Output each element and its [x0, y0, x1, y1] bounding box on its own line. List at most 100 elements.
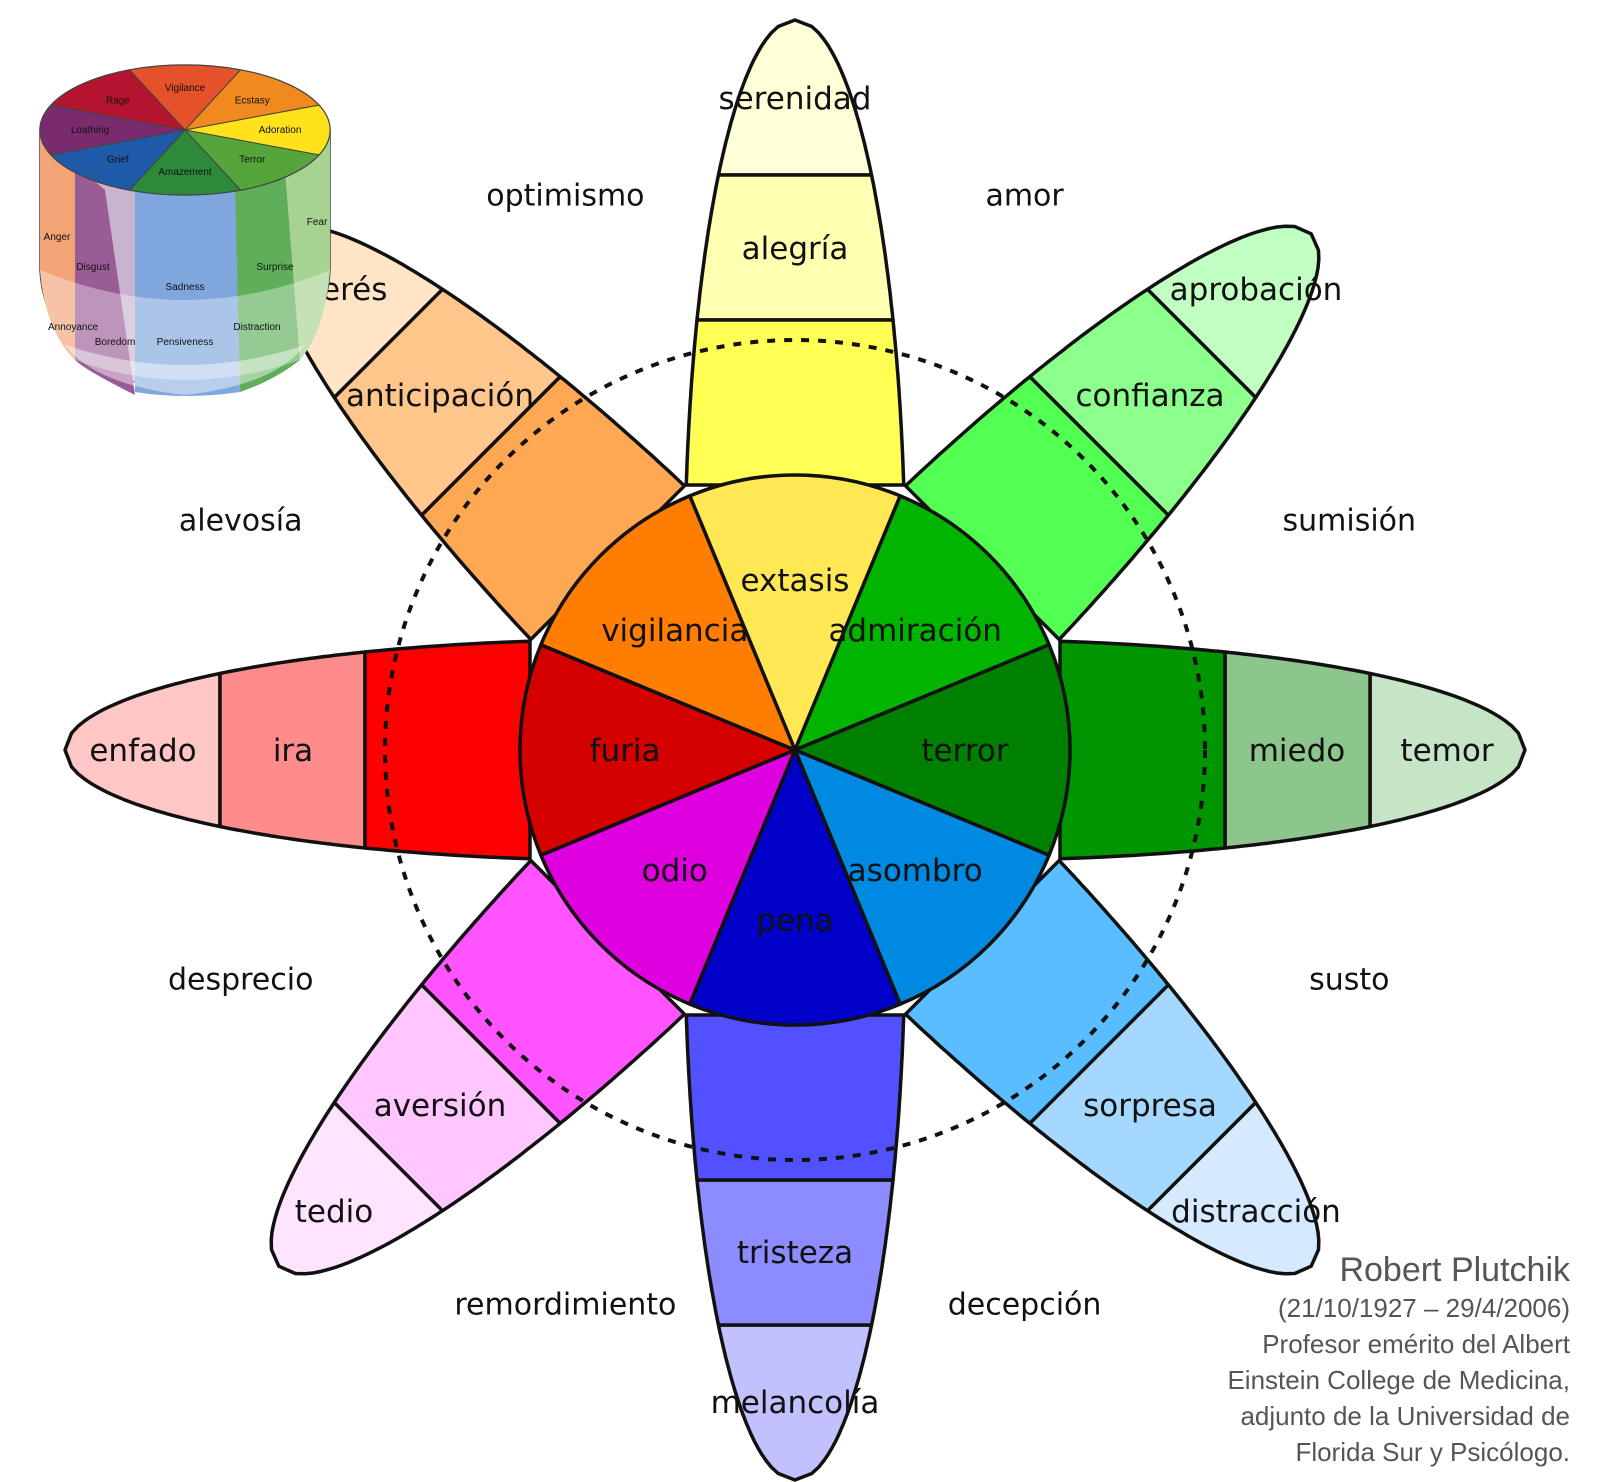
cone-slice-2: [184, 104, 331, 156]
author-bio-line-2: Einstein College de Medicina,: [1227, 1365, 1570, 1395]
emotion-label-surprise-1: sorpresa: [1083, 1088, 1217, 1124]
emotion-label-surprise-2: asombro: [848, 853, 983, 889]
emotion-label-disgust-1: aversión: [374, 1088, 507, 1124]
core-sadness: [688, 748, 902, 1027]
emotion-label-anger-1: ira: [273, 733, 313, 769]
petal-joy-middle: [684, 318, 906, 487]
emotion-label-joy-2: extasis: [741, 563, 850, 599]
cone-slice-1: [183, 69, 320, 131]
dyad-label-6: desprecio: [168, 963, 314, 998]
emotion-label-trust-2: admiración: [828, 613, 1002, 649]
dyad-label-5: remordimiento: [454, 1287, 676, 1322]
emotion-labels: serenidad alegría extasis aprobación confian…: [89, 81, 1493, 1421]
petal-anger-tip: [63, 671, 222, 829]
core-joy: [688, 473, 902, 752]
emotion-petals: [63, 18, 1527, 1482]
emotion-label-sadness-0: melancolía: [711, 1385, 880, 1421]
cone-top-label-1: Ecstasy: [235, 95, 270, 106]
core-trust: [793, 494, 1051, 752]
core-anticipation: [539, 494, 797, 752]
petal-disgust-outer: [332, 983, 562, 1213]
petal-surprise-outer: [1028, 983, 1258, 1213]
emotion-label-fear-2: terror: [921, 733, 1008, 769]
petal-joy-tip: [716, 18, 874, 177]
cone-top-label-6: Loathing: [71, 125, 109, 136]
petal-surprise-tip: [1145, 1100, 1321, 1276]
dyad-dashed-circle: [383, 338, 1207, 1162]
author-bio-line-4: Florida Sur y Psicólogo.: [1295, 1437, 1570, 1467]
petal-anger-outer: [218, 650, 367, 850]
emotion-label-disgust-2: odio: [642, 853, 708, 889]
dyad-label-0: optimismo: [486, 179, 644, 214]
cone-lower-band: [40, 270, 330, 380]
petal-sadness-tip: [716, 1323, 874, 1482]
dyad-label-7: alevosía: [179, 503, 303, 538]
author-bio-line-1: Profesor emérito del Albert: [1262, 1329, 1570, 1359]
petal-sadness-outer: [695, 1178, 895, 1327]
emotion-label-trust-1: confianza: [1075, 378, 1224, 414]
cone-top-label-0: Vigilance: [165, 83, 206, 94]
emotion-label-disgust-0: tedio: [295, 1194, 373, 1230]
author-dates: (21/10/1927 – 29/4/2006): [1277, 1293, 1570, 1323]
author-name: Robert Plutchik: [1339, 1251, 1570, 1289]
cone-top-label-7: Rage: [106, 95, 130, 106]
cone-side-label-1: Disgust: [76, 262, 110, 273]
petal-sadness-middle: [684, 1013, 906, 1182]
petal-fear-middle: [1058, 639, 1227, 861]
cone-side-label-4: Fear: [307, 217, 328, 228]
petal-joy-outer: [695, 173, 895, 322]
cone-top-label-3: Terror: [239, 155, 266, 166]
cone-body-surprise: [235, 170, 300, 392]
core-anger: [518, 643, 797, 857]
dyad-label-4: decepción: [948, 1287, 1102, 1322]
petal-anger-middle: [363, 639, 532, 861]
dyad-label-1: amor: [985, 179, 1064, 214]
cone-top-label-2: Adoration: [259, 125, 302, 136]
cone-side-label-3: Surprise: [256, 262, 294, 273]
emotion-label-anger-0: enfado: [89, 733, 196, 769]
petal-anticipation-middle: [419, 374, 687, 642]
emotion-label-anticipation-2: vigilancia: [601, 613, 748, 649]
cone-slice-7: [50, 69, 187, 131]
emotion-label-joy-0: serenidad: [719, 81, 872, 117]
petal-anticipation-outer: [332, 287, 562, 517]
cone-body-disgust: [75, 165, 135, 395]
cone-body-fear: [285, 130, 330, 360]
petal-disgust-tip: [269, 1100, 445, 1276]
emotion-label-trust-0: aprobación: [1170, 272, 1343, 308]
inner-core: [518, 473, 1072, 1027]
petal-surprise-middle: [903, 858, 1171, 1126]
emotion-label-joy-1: alegría: [742, 231, 849, 267]
cone-top-slices: [39, 64, 331, 196]
core-fear: [793, 643, 1072, 857]
cone-slice-6: [39, 104, 186, 156]
dyad-labels: optimismo amor sumisión susto decepción remor…: [168, 179, 1416, 1323]
petal-trust-tip: [1145, 224, 1321, 400]
emotion-cone-model: VigilanceEcstasyAdorationTerrorAmazement…: [39, 64, 331, 396]
cone-lower-label-3: Distraction: [233, 322, 280, 333]
cone-side-label-0: Anger: [44, 232, 71, 243]
dyad-label-2: sumisión: [1283, 503, 1417, 538]
emotion-label-sadness-2: pena: [756, 903, 833, 939]
emotion-label-anger-2: furia: [590, 733, 661, 769]
cone-slice-0: [128, 64, 242, 131]
petal-fear-outer: [1223, 650, 1372, 850]
cone-lower-label-0: Annoyance: [48, 322, 98, 333]
emotion-label-fear-0: temor: [1400, 733, 1493, 769]
cone-lower-label-2: Pensiveness: [157, 337, 214, 348]
emotion-label-fear-1: miedo: [1249, 733, 1346, 769]
cone-slice-3: [183, 129, 320, 191]
cone-top-label-5: Grief: [107, 155, 129, 166]
petal-disgust-middle: [419, 858, 687, 1126]
dyad-label-3: susto: [1309, 963, 1389, 998]
emotion-label-sadness-1: tristeza: [737, 1235, 853, 1271]
cone-body-sadness: [135, 190, 240, 396]
petal-fear-tip: [1368, 671, 1527, 829]
core-surprise: [793, 748, 1051, 1006]
core-disgust: [539, 748, 797, 1006]
cone-slice-5: [50, 129, 187, 191]
cone-top-label-4: Amazement: [158, 167, 212, 178]
emotion-label-anticipation-1: anticipación: [346, 378, 534, 414]
cone-bottom-band: [65, 345, 305, 395]
